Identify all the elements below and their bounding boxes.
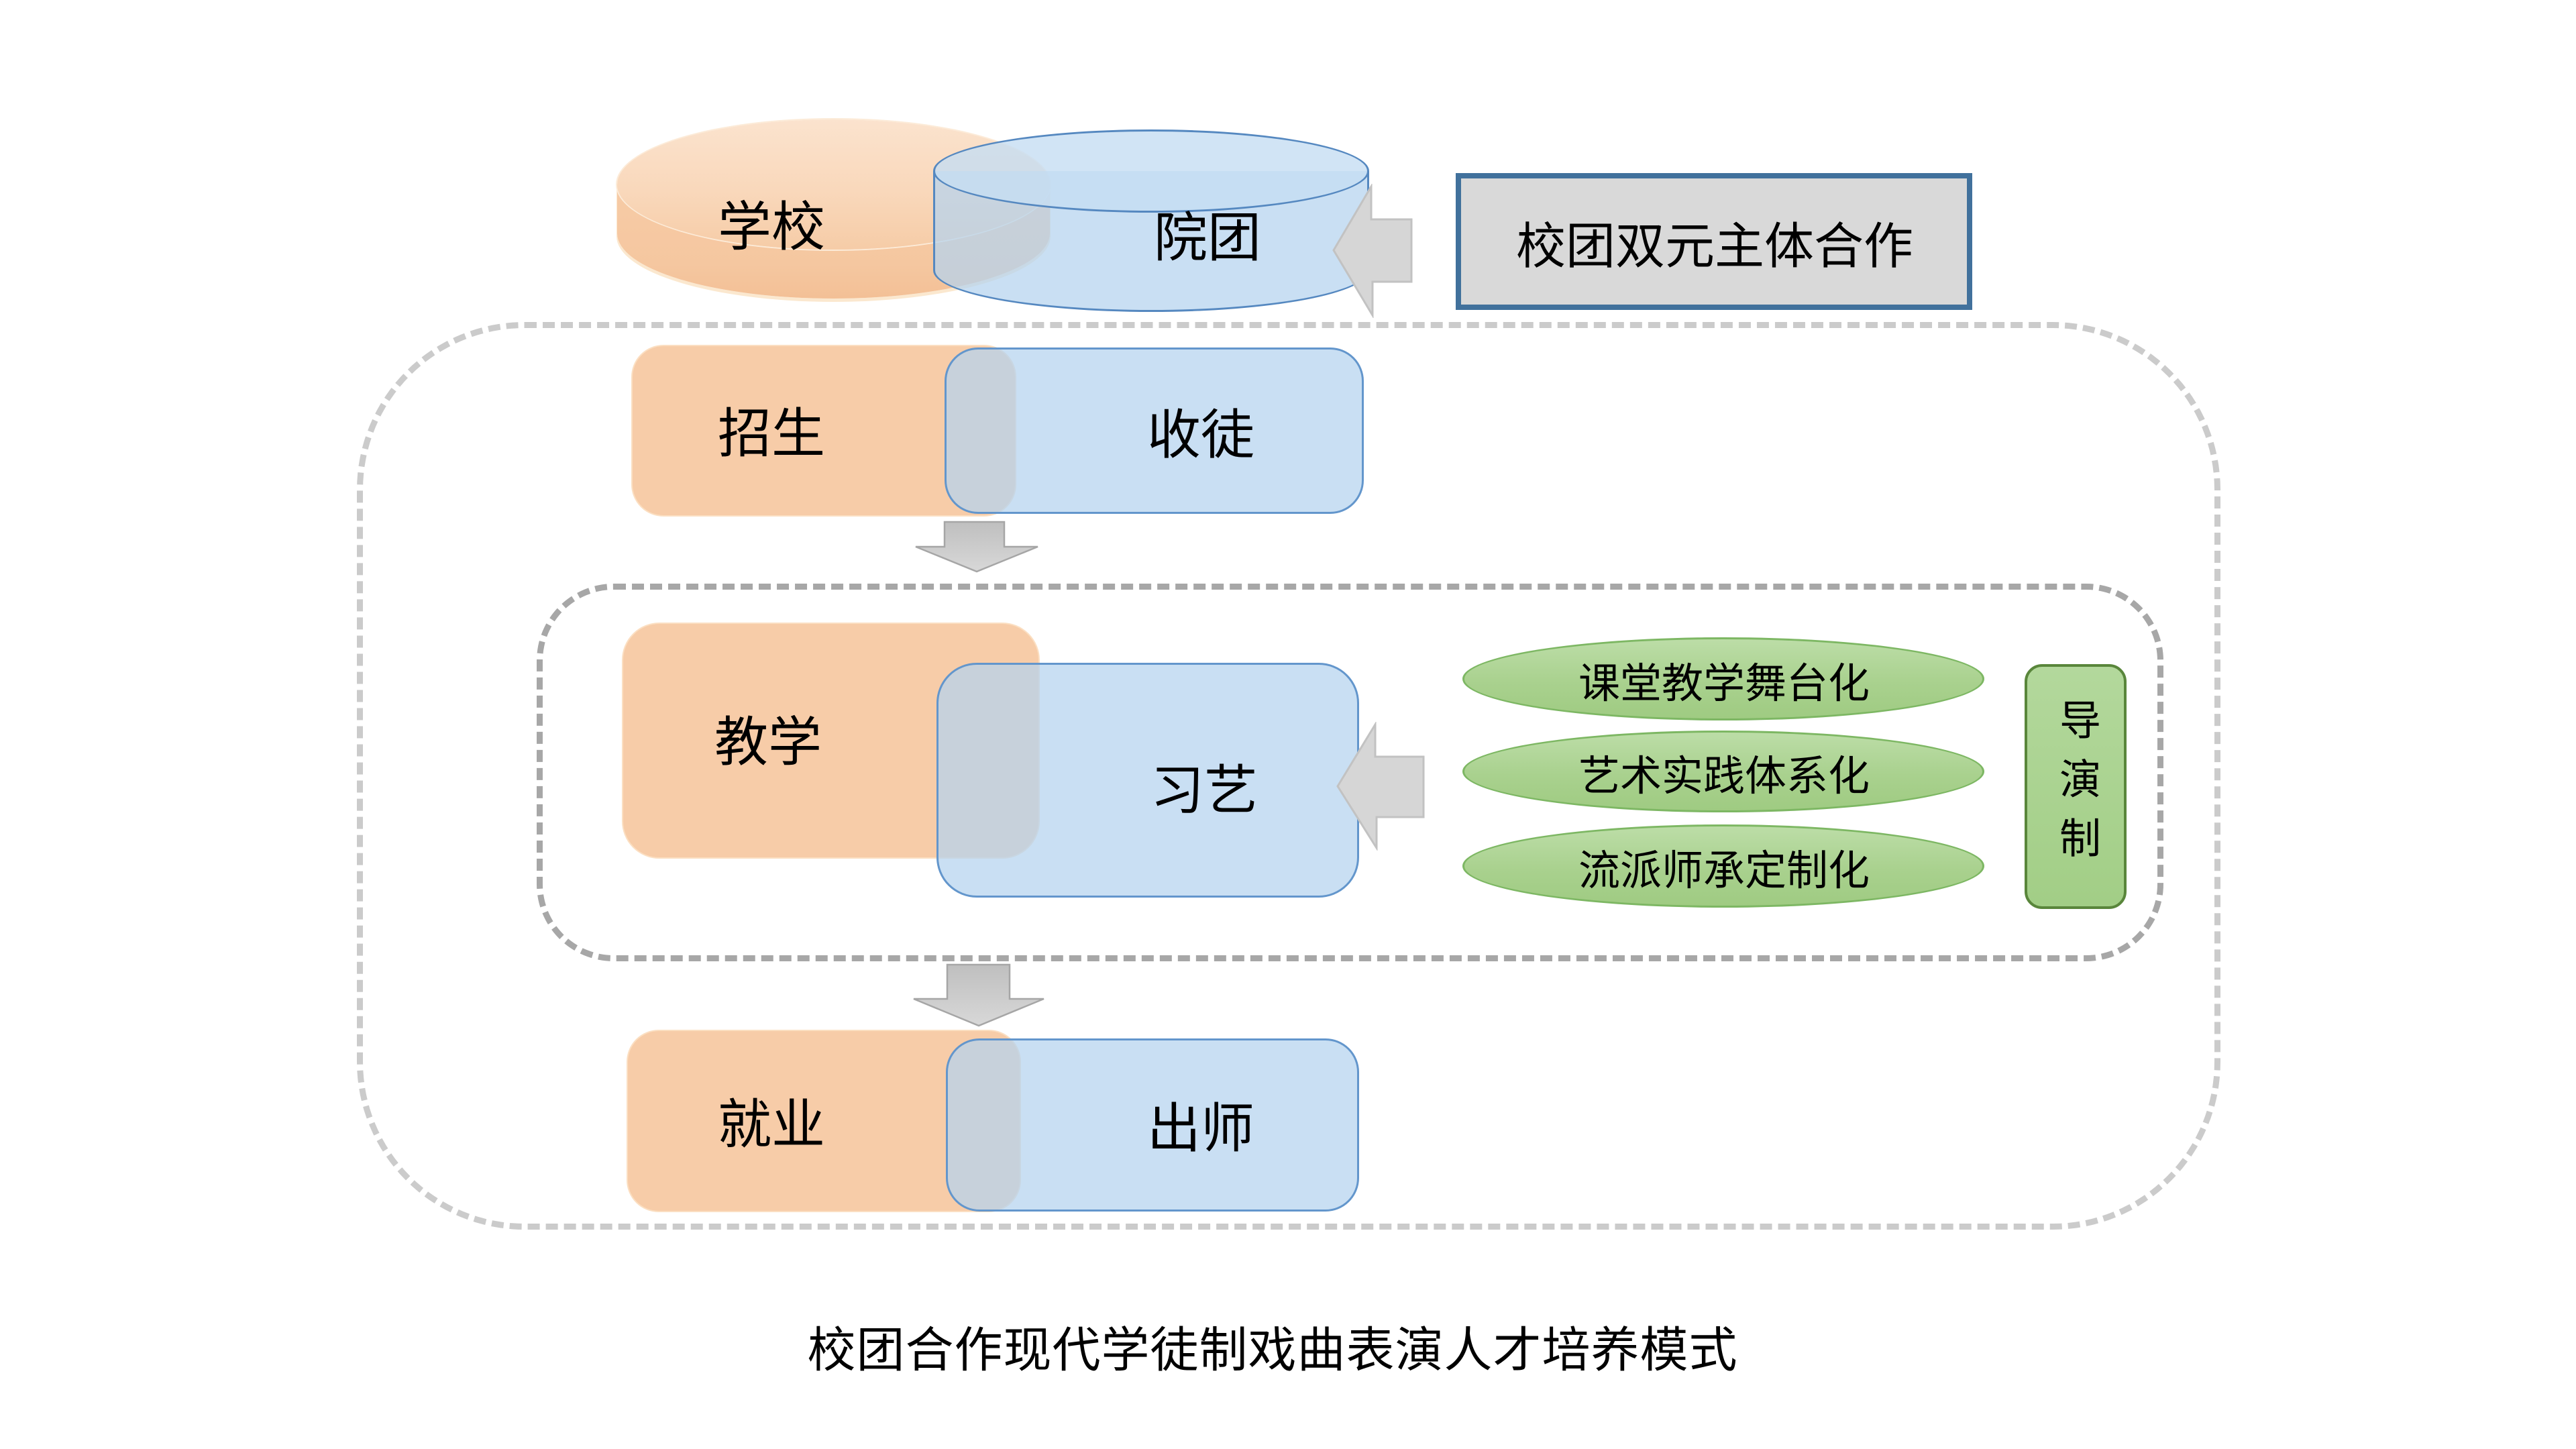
troupe-cylinder-lid — [933, 129, 1369, 213]
down-arrow-icon-2 — [913, 963, 1044, 1027]
teaching-label: 教学 — [714, 712, 822, 772]
practice-box — [936, 663, 1359, 898]
diagram-caption: 校团合作现代学徒制戏曲表演人才培养模式 — [807, 1324, 1738, 1378]
left-arrow-icon-cooperation — [1332, 184, 1413, 318]
troupe-cylinder — [933, 129, 1369, 312]
director-system-box: 导演制 — [2025, 664, 2127, 909]
cooperation-box — [1456, 173, 1972, 310]
recruit-label: 招生 — [718, 404, 825, 464]
left-arrow-icon-practice — [1336, 722, 1425, 851]
method-pill-1 — [1462, 637, 1984, 720]
method-pill-3-label: 流派师承定制化 — [1578, 848, 1870, 894]
troupe-cylinder-label: 院团 — [1154, 208, 1261, 268]
method-pill-3 — [1462, 824, 1984, 908]
director-system-label: 导演制 — [2053, 698, 2099, 875]
inner-dashed-frame — [537, 584, 2163, 961]
employment-label: 就业 — [718, 1095, 825, 1155]
graduation-label: 出师 — [1147, 1099, 1254, 1159]
method-pill-1-label: 课堂教学舞台化 — [1578, 661, 1870, 707]
apprentice-box — [945, 347, 1364, 514]
apprentice-label: 收徒 — [1147, 405, 1254, 465]
practice-label: 习艺 — [1150, 761, 1258, 820]
method-pill-2 — [1462, 731, 1984, 812]
school-cylinder-label: 学校 — [718, 197, 825, 257]
cooperation-box-label: 校团双元主体合作 — [1516, 218, 1913, 274]
graduation-box — [946, 1038, 1359, 1212]
method-pill-2-label: 艺术实践体系化 — [1578, 753, 1870, 800]
outer-dashed-frame — [357, 322, 2220, 1230]
down-arrow-icon-1 — [915, 521, 1038, 573]
